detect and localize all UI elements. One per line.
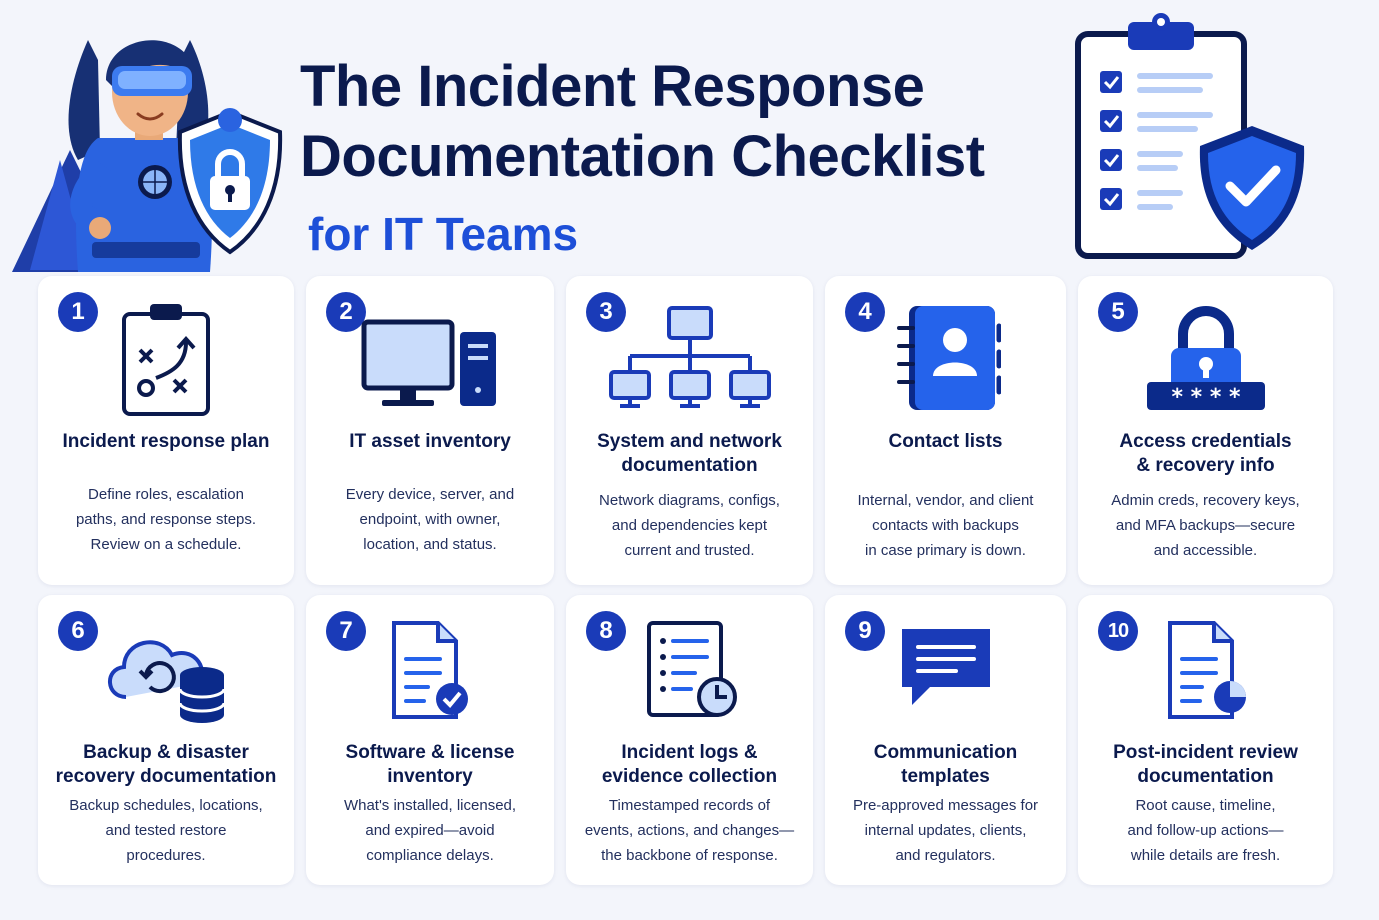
card-title: Software & license inventory	[345, 742, 515, 787]
cloud-backup-icon	[38, 617, 294, 737]
card-title: Access credentials & recovery info	[1119, 431, 1292, 476]
header: The Incident Response Documentation Chec…	[300, 52, 1060, 262]
card-description: Network diagrams, configs, and dependenc…	[599, 492, 780, 559]
checklist-card-8: 8 Incident logs & evidence collection Ti…	[566, 595, 813, 885]
checklist-card-1: 1 Incident response plan Define roles, e…	[38, 276, 294, 585]
step-number-badge: 10	[1098, 611, 1138, 651]
step-number-badge: 4	[845, 292, 885, 332]
step-number-badge: 7	[326, 611, 366, 651]
checklist-clipboard-shield-icon	[1060, 8, 1320, 263]
checklist-card-2: 2 IT asset inventory Every device, serve…	[306, 276, 554, 585]
step-number-badge: 5	[1098, 292, 1138, 332]
step-number-badge: 6	[58, 611, 98, 651]
checklist-grid: 1 Incident response plan Define roles, e…	[38, 276, 1333, 885]
card-description: What's installed, licensed, and expired—…	[343, 797, 517, 864]
chat-message-icon	[825, 617, 1066, 737]
step-number-badge: 9	[845, 611, 885, 651]
checklist-card-4: 4 Contact lists Internal, vendor, and cl…	[825, 276, 1066, 585]
card-description: Timestamped records of events, actions, …	[584, 797, 795, 864]
card-description: Pre-approved messages for internal updat…	[852, 797, 1039, 864]
address-book-icon	[825, 298, 1066, 418]
card-title: Incident response plan	[62, 431, 270, 452]
page-subtitle: for IT Teams	[308, 208, 579, 260]
card-description: Internal, vendor, and client contacts wi…	[857, 492, 1034, 559]
page-title-line-2: Documentation Checklist	[300, 124, 985, 189]
card-description: Define roles, escalation paths, and resp…	[75, 486, 257, 553]
card-description: Backup schedules, locations, and tested …	[69, 797, 263, 864]
password-mask-text: * * * *	[1171, 385, 1240, 410]
log-clock-icon	[566, 617, 813, 737]
superhero-with-shield-icon	[0, 0, 300, 280]
card-title: Incident logs & evidence collection	[601, 742, 778, 787]
checklist-card-6: 6 Backup & disaster recovery documentati…	[38, 595, 294, 885]
checklist-card-9: 9 Communication templates Pre-approved m…	[825, 595, 1066, 885]
network-diagram-icon	[566, 298, 813, 418]
card-title: Communication templates	[873, 742, 1018, 787]
card-description: Root cause, timeline, and follow-up acti…	[1127, 797, 1284, 864]
step-number-badge: 2	[326, 292, 366, 332]
report-chart-icon	[1078, 617, 1333, 737]
card-description: Admin creds, recovery keys, and MFA back…	[1111, 492, 1300, 559]
card-title: Contact lists	[888, 431, 1003, 452]
card-title: Post-incident review documentation	[1113, 742, 1298, 787]
document-check-icon	[306, 617, 554, 737]
card-description: Every device, server, and endpoint, with…	[345, 486, 515, 553]
checklist-card-10: 10 Post-incident review documentation Ro…	[1078, 595, 1333, 885]
step-number-badge: 3	[586, 292, 626, 332]
card-title: Backup & disaster recovery documentation	[55, 742, 277, 787]
checklist-card-3: 3 System and network documentation Netwo…	[566, 276, 813, 585]
padlock-password-icon: * * * *	[1078, 298, 1333, 418]
strategy-clipboard-icon	[38, 298, 294, 418]
checklist-card-5: 5 * * * * Access credentials & recovery …	[1078, 276, 1333, 585]
step-number-badge: 1	[58, 292, 98, 332]
card-title: IT asset inventory	[349, 431, 511, 452]
desktop-computer-icon	[306, 298, 554, 418]
page-title-line-1: The Incident Response	[300, 54, 925, 119]
step-number-badge: 8	[586, 611, 626, 651]
card-title: System and network documentation	[597, 431, 782, 476]
checklist-card-7: 7 Software & license inventory What's in…	[306, 595, 554, 885]
